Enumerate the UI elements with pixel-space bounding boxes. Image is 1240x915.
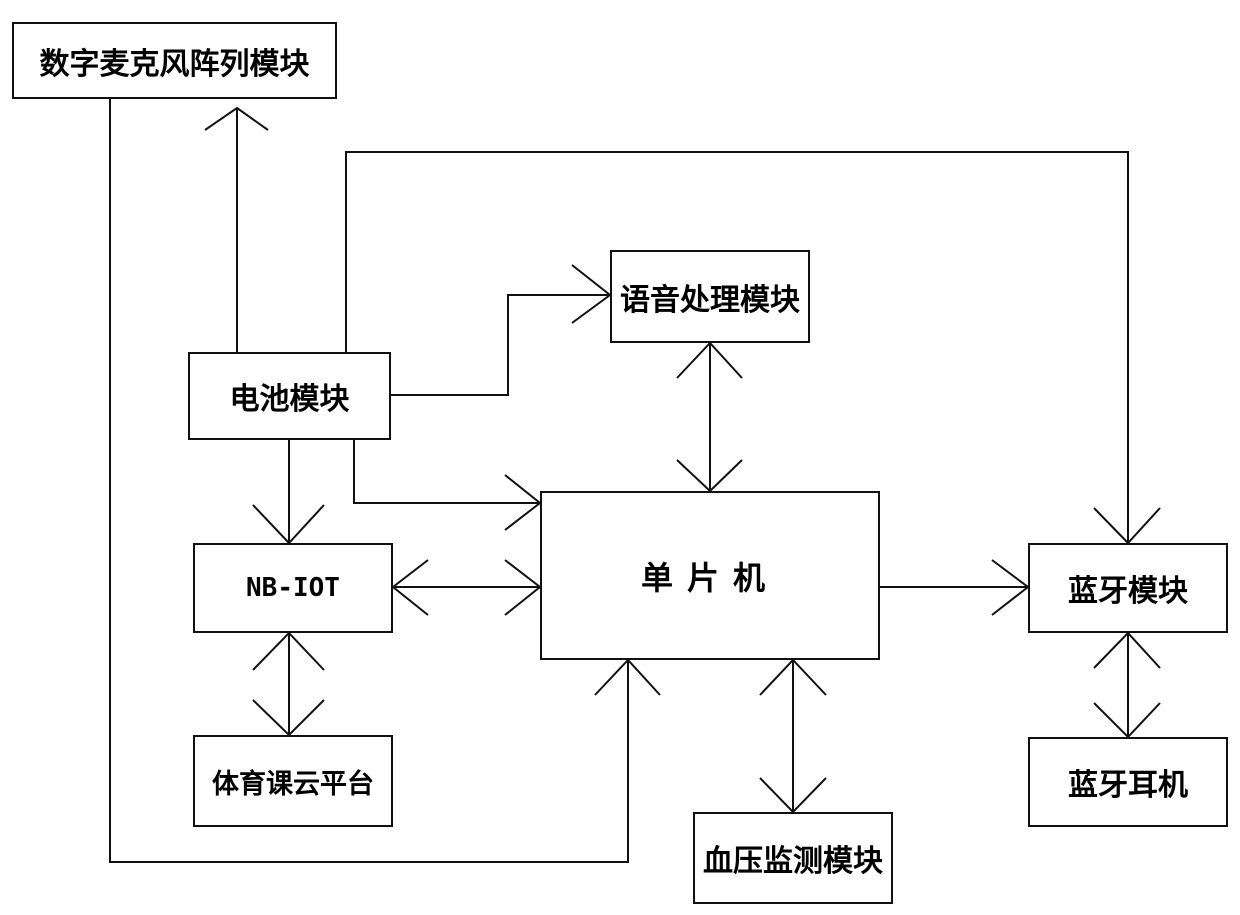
battery-module-box: 电池模块	[188, 352, 391, 440]
battery-to-mcu-line	[354, 440, 540, 503]
battery-to-bluetooth-line	[346, 152, 1128, 543]
mic-array-module-box: 数字麦克风阵列模块	[12, 22, 337, 99]
cloud-platform-label: 体育课云平台	[212, 762, 374, 801]
bluetooth-module-label: 蓝牙模块	[1068, 566, 1188, 610]
mcu-box: 单片机	[540, 491, 880, 660]
mcu-label: 单片机	[641, 553, 779, 599]
bluetooth-earphone-label: 蓝牙耳机	[1068, 760, 1188, 804]
voice-processing-module-label: 语音处理模块	[620, 275, 800, 319]
bluetooth-earphone-box: 蓝牙耳机	[1028, 737, 1228, 827]
mic-array-module-label: 数字麦克风阵列模块	[40, 39, 310, 83]
nbiot-module-label: NB-IOT	[246, 573, 340, 603]
battery-module-label: 电池模块	[230, 374, 350, 418]
battery-to-voice-line	[390, 295, 610, 395]
cloud-platform-box: 体育课云平台	[193, 735, 393, 827]
bluetooth-module-box: 蓝牙模块	[1028, 543, 1228, 633]
nbiot-module-box: NB-IOT	[193, 543, 393, 633]
voice-processing-module-box: 语音处理模块	[610, 250, 810, 343]
blood-pressure-module-box: 血压监测模块	[693, 812, 893, 904]
blood-pressure-module-label: 血压监测模块	[703, 836, 883, 880]
